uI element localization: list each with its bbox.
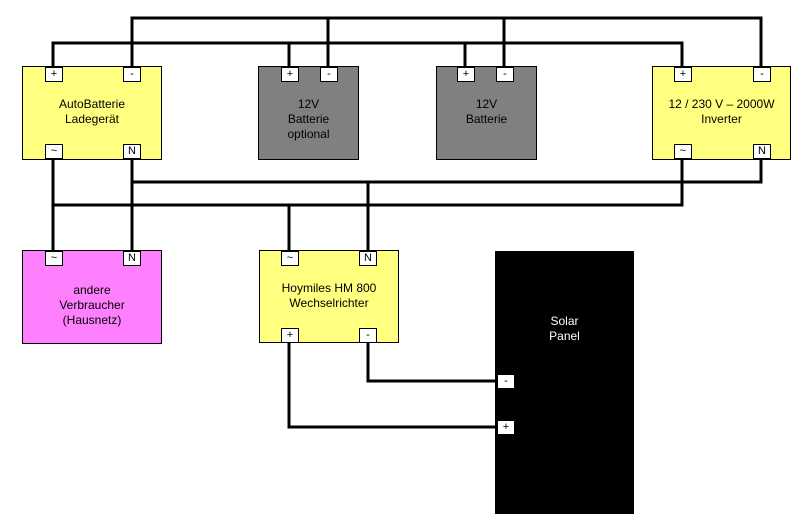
battery-label-line: 12V [475,97,498,111]
solar-negative-wire [366,341,497,383]
battery-optional-label: 12V Batterie optional [259,97,358,142]
consumers-neutral-terminal: N [123,251,141,266]
consumers-label-line: andere [73,283,111,297]
solar-minus-terminal: - [497,374,515,389]
battery-optional-label-line: optional [287,127,330,141]
charger-label-line: Ladegerät [64,112,120,126]
microinverter-box: ~ N Hoymiles HM 800 Wechselrichter + - [259,250,399,343]
inverter-label: 12 / 230 V – 2000W Inverter [653,97,790,127]
battery-optional-label-line: 12V [297,97,320,111]
consumers-box: ~ N andere Verbraucher (Hausnetz) [22,250,162,344]
dc-negative-wire-inverter [504,16,763,68]
inverter-neutral-terminal: N [753,144,771,159]
inverter-minus-terminal: - [753,67,771,82]
microinverter-minus-terminal: - [359,328,377,343]
microinverter-plus-terminal: + [281,328,299,343]
ac-neutral-wire [130,158,763,184]
ac-phase-wire-bus [53,158,684,207]
battery-minus-terminal: - [496,67,514,82]
battery-optional-label-line: Batterie [287,112,330,126]
solar-panel-label-line: Solar [550,314,579,328]
charger-label: AutoBatterie Ladegerät [23,97,161,127]
solar-panel-label: Solar Panel [496,314,633,344]
charger-label-line: AutoBatterie [58,97,126,111]
battery-label-line: Batterie [465,112,508,126]
charger-box: + - AutoBatterie Ladegerät ~ N [22,66,162,160]
charger-plus-terminal: + [45,67,63,82]
battery-plus-terminal: + [457,67,475,82]
battery-optional-minus-terminal: - [320,67,338,82]
battery-box: + - 12V Batterie [436,66,537,160]
charger-ac-terminal: ~ [45,144,63,159]
inverter-box: + - 12 / 230 V – 2000W Inverter ~ N [652,66,791,160]
inverter-label-line: 12 / 230 V – 2000W [668,97,775,111]
battery-optional-box: + - 12V Batterie optional [258,66,359,160]
microinverter-label-line: Hoymiles HM 800 [281,281,377,295]
solar-positive-wire [287,341,497,429]
solar-panel-label-line: Panel [549,329,580,343]
inverter-plus-terminal: + [674,67,692,82]
charger-neutral-terminal: N [123,144,141,159]
dc-positive-wire [51,41,684,68]
consumers-label-line: (Hausnetz) [62,313,122,327]
microinverter-label-line: Wechselrichter [289,296,369,310]
charger-minus-terminal: - [123,67,141,82]
battery-label: 12V Batterie [437,97,536,127]
microinverter-label: Hoymiles HM 800 Wechselrichter [260,281,398,311]
microinverter-neutral-terminal: N [359,251,377,266]
solar-plus-terminal: + [497,420,515,435]
microinverter-ac-terminal: ~ [281,251,299,266]
battery-optional-plus-terminal: + [281,67,299,82]
consumers-label: andere Verbraucher (Hausnetz) [23,283,161,328]
solar-panel-box: Solar Panel - + [495,251,634,514]
consumers-label-line: Verbraucher [59,298,125,312]
consumers-ac-terminal: ~ [45,251,63,266]
inverter-label-line: Inverter [701,112,742,126]
inverter-ac-terminal: ~ [674,144,692,159]
